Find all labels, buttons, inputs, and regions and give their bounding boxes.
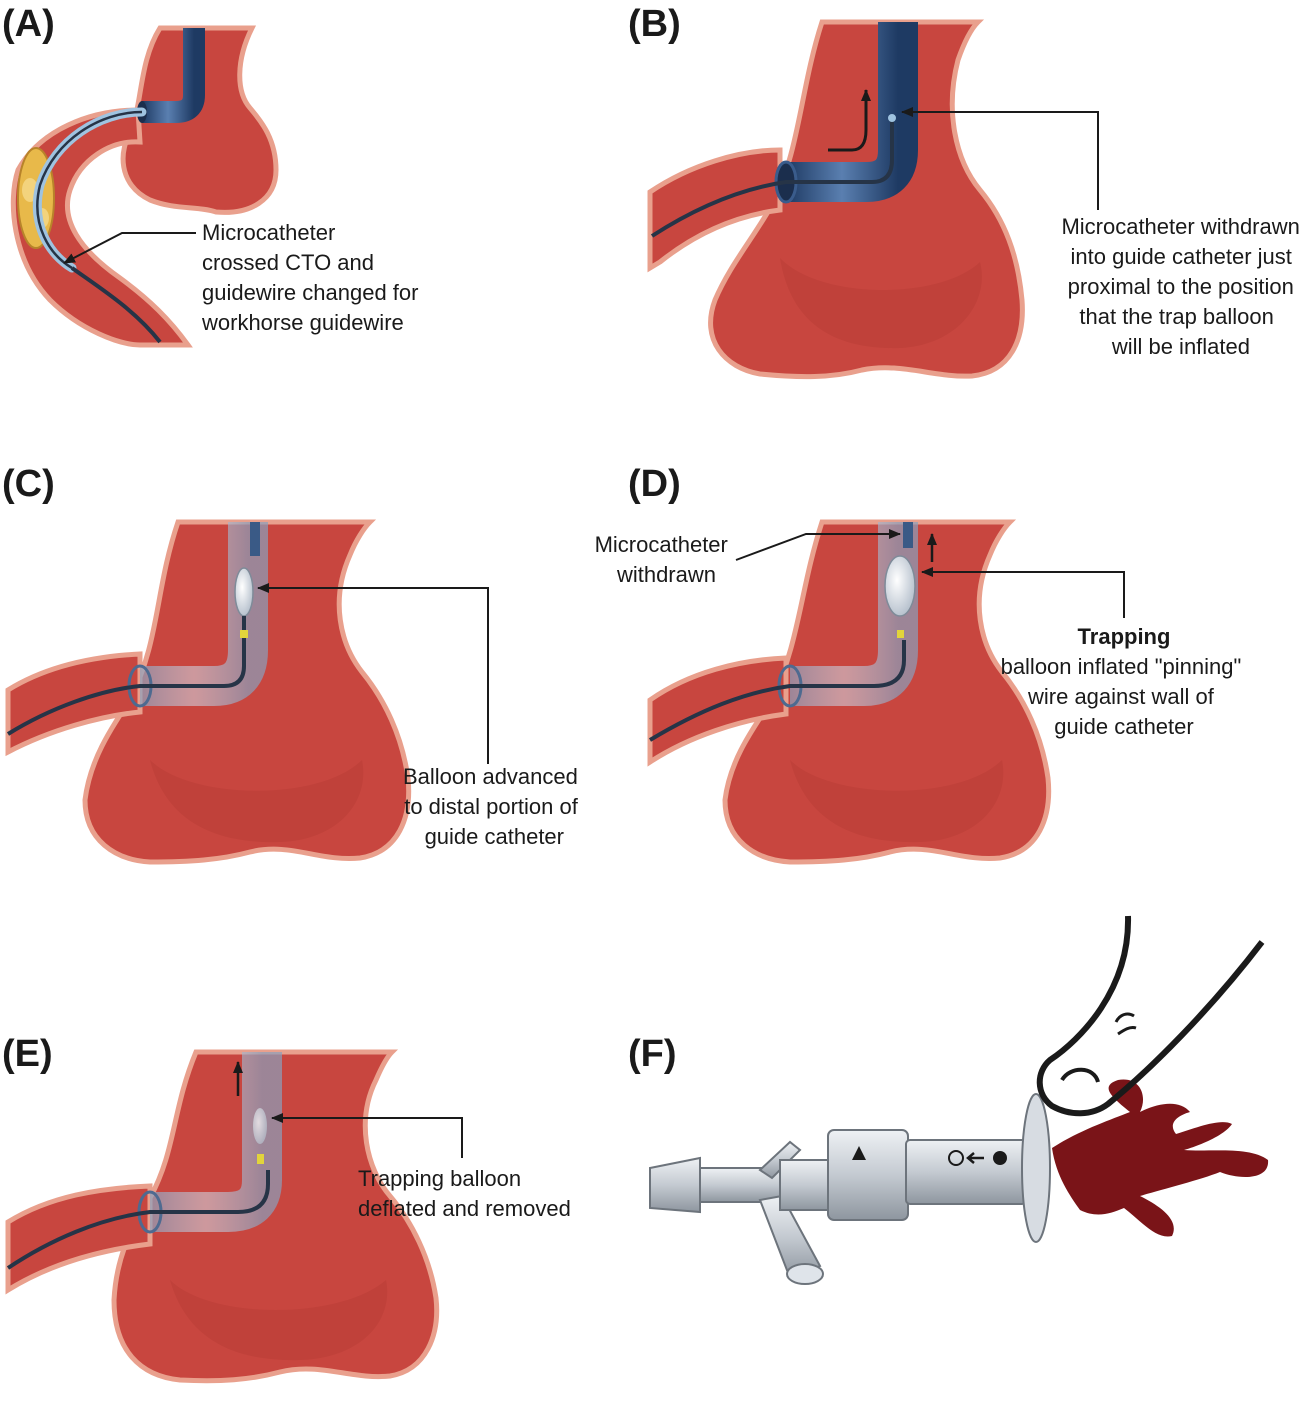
balloon-marker xyxy=(257,1154,264,1164)
panel-d-micro-caption: Microcatheter withdrawn xyxy=(595,532,734,587)
panel-b-illustration xyxy=(647,19,1025,380)
panel-a-label: (A) xyxy=(2,3,55,45)
panel-a-illustration xyxy=(10,25,279,348)
panel-e-caption: Trapping balloon deflated and removed xyxy=(358,1166,571,1221)
panel-e-illustration xyxy=(5,1049,440,1384)
guidewire xyxy=(648,640,906,742)
panel-d-trap-leader-arrow xyxy=(921,567,1125,618)
finger-icon xyxy=(1036,915,1265,1117)
y-connector-valve-icon xyxy=(649,1093,1051,1285)
trapping-balloon xyxy=(884,555,916,617)
panel-b-label: (B) xyxy=(628,3,681,45)
panel-e-leader-arrow xyxy=(271,1113,463,1158)
panel-c-illustration xyxy=(5,519,412,865)
guidewire xyxy=(650,120,894,238)
panel-e-label: (E) xyxy=(2,1033,53,1075)
panel-d: (D) Microcatheter withdrawn Trapping bal… xyxy=(595,463,1248,865)
panel-c-label: (C) xyxy=(2,463,55,505)
panel-d-caption-bold: Trapping xyxy=(1078,624,1171,649)
guide-catheter xyxy=(142,28,205,123)
deflated-balloon xyxy=(253,1108,267,1144)
balloon xyxy=(234,567,254,617)
panel-e: (E) Trapping balloon deflated and remove… xyxy=(2,1033,571,1384)
panel-f-label: (F) xyxy=(628,1033,677,1075)
guidewire xyxy=(6,1170,270,1270)
panel-a: (A) Microcatheter crossed CTO and guidew… xyxy=(2,3,425,348)
panel-b-leader-arrow xyxy=(901,107,1099,210)
panel-d-caption: balloon inflated "pinning" wire against … xyxy=(1001,654,1248,739)
panel-a-leader-arrow xyxy=(63,232,196,264)
panel-f: (F) xyxy=(628,915,1269,1285)
guidewire xyxy=(70,266,162,344)
guidewire xyxy=(6,640,246,736)
blood-splash-icon xyxy=(1052,1079,1269,1237)
balloon-marker xyxy=(897,630,904,638)
withdraw-arrow xyxy=(828,89,871,152)
panel-c: (C) Balloon advanced to distal portion o… xyxy=(2,463,584,865)
panel-d-illustration xyxy=(647,519,1052,865)
panel-b: (B) Microcatheter withdrawn into guide c… xyxy=(628,3,1306,380)
microcatheter-tip xyxy=(888,114,896,122)
panel-c-leader-arrow xyxy=(257,583,489,764)
panel-c-caption: Balloon advanced to distal portion of gu… xyxy=(403,764,584,849)
balloon-marker xyxy=(240,630,248,638)
panel-b-caption: Microcatheter withdrawn into guide cathe… xyxy=(1061,214,1306,359)
panel-a-caption: Microcatheter crossed CTO and guidewire … xyxy=(201,220,425,335)
panel-d-micro-leader-arrow xyxy=(735,529,901,561)
panel-d-label: (D) xyxy=(628,463,681,505)
